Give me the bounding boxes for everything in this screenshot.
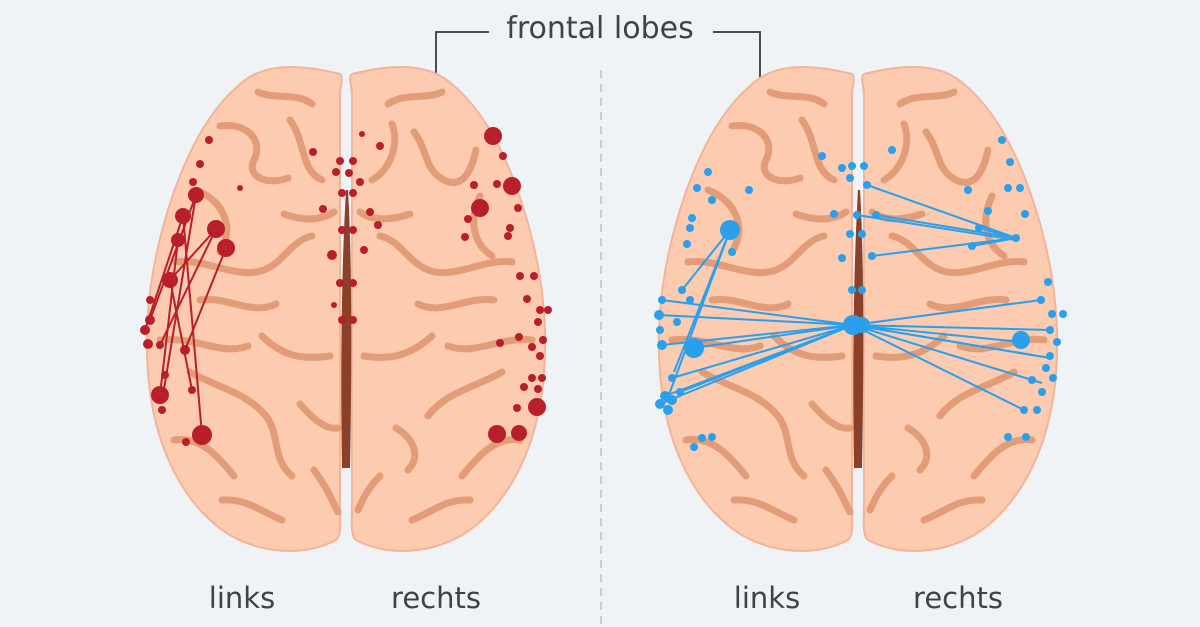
right-brain-label-links: links: [733, 581, 801, 615]
left-brain-label-links: links: [208, 581, 276, 615]
left-brain-midline: [341, 190, 352, 468]
right-brain-markers: [654, 136, 1067, 451]
right-brain: [654, 66, 1067, 552]
left-brain-markers: [140, 127, 552, 446]
callout-line-right: [713, 31, 761, 84]
left-brain-label-rechts: rechts: [391, 581, 481, 615]
frontal-lobes-title: frontal lobes: [506, 11, 694, 46]
right-brain-connections: [658, 184, 1051, 411]
left-brain: [140, 66, 552, 552]
callout-line-left: [435, 31, 489, 84]
right-brain-label-rechts: rechts: [913, 581, 1003, 615]
